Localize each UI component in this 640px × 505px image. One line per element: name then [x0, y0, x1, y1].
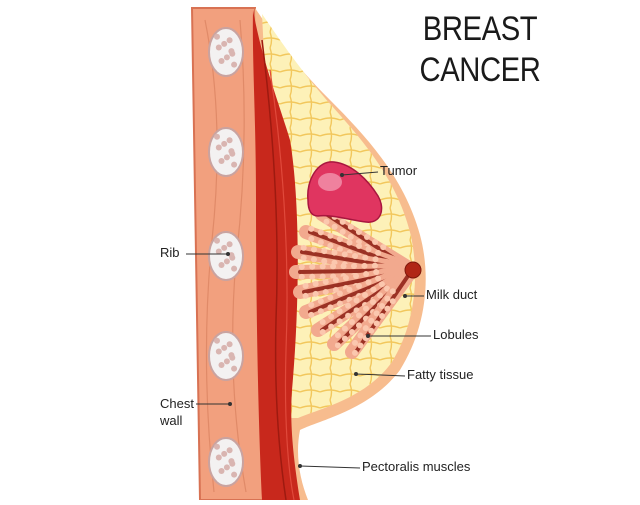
label-pectoralis-muscles: Pectoralis muscles — [362, 459, 471, 474]
ribs — [208, 27, 244, 487]
title-line-1: BREAST — [422, 10, 538, 48]
label-chest-wall-line-2: wall — [160, 413, 183, 428]
nipple — [404, 261, 422, 279]
lobule — [345, 263, 419, 359]
label-rib: Rib — [160, 245, 180, 260]
fatty-tissue-leader — [355, 373, 406, 377]
title-line-2: CANCER — [419, 51, 541, 89]
rib — [208, 127, 244, 177]
pectoralis-leader — [299, 465, 361, 469]
rib — [208, 437, 244, 487]
rib — [208, 331, 244, 381]
label-chest-wall-line-1: Chest — [160, 396, 194, 411]
label-tumor: Tumor — [380, 163, 418, 178]
rib — [208, 27, 244, 77]
lobules — [289, 207, 419, 359]
label-lobules: Lobules — [433, 327, 479, 342]
label-milk-duct: Milk duct — [426, 287, 478, 302]
rib — [208, 231, 244, 281]
label-fatty-tissue: Fatty tissue — [407, 367, 474, 382]
tumor-leader — [341, 171, 379, 176]
